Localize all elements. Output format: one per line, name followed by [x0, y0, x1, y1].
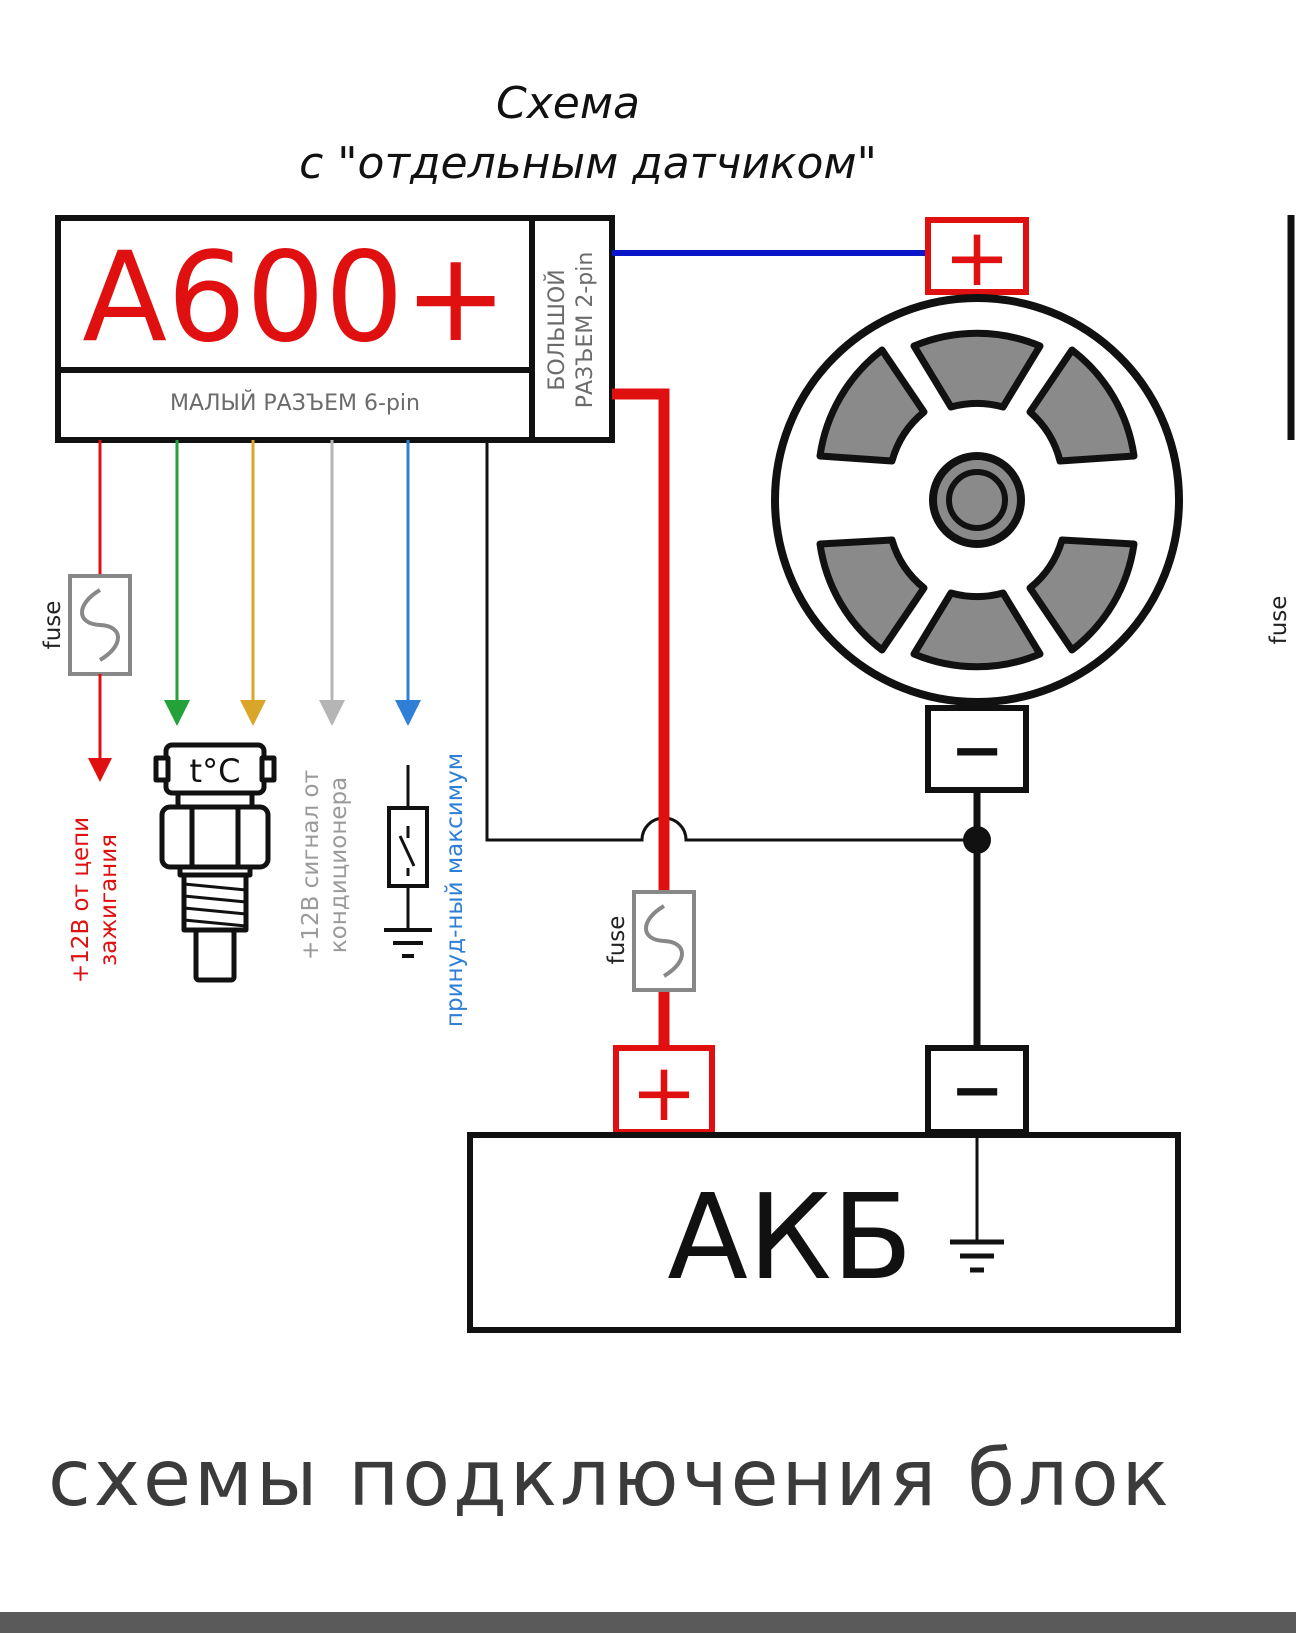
force-max-wire: принуд-ный максимум [384, 440, 468, 1027]
svg-text:+: + [630, 1046, 697, 1139]
main-fuse: fuse [604, 890, 696, 992]
svg-text:+: + [943, 211, 1010, 304]
ignition-label-line1: +12В от цепи [68, 817, 94, 983]
page-caption: схемы подключения блок [48, 1434, 1172, 1524]
temperature-sensor-icon [153, 742, 277, 983]
battery-label: АКБ [667, 1168, 912, 1306]
big-connector-label: БОЛЬШОЙ РАЗЪЕМ 2-pin [544, 252, 598, 409]
next-diagram-partial: fuse [1266, 215, 1295, 645]
svg-text:БОЛЬШОЙ: БОЛЬШОЙ [544, 269, 570, 390]
controller-unit: A600+ МАЛЫЙ РАЗЪЕМ 6-pin БОЛЬШОЙ РАЗЪЕМ … [55, 215, 615, 443]
main-fuse-label: fuse [604, 916, 630, 965]
ignition-wire: fuse +12В от цепи зажигания [40, 440, 132, 983]
svg-text:−: − [950, 714, 1004, 788]
battery-power-wire [612, 388, 670, 1048]
fan-plus-terminal: + [925, 211, 1029, 304]
partial-fuse-label: fuse [1266, 596, 1292, 645]
battery-plus-terminal: + [613, 1045, 715, 1139]
ac-label-line1: +12В сигнал от [298, 770, 324, 960]
controller-model-label: A600+ [82, 226, 507, 370]
bottom-strip [0, 1612, 1296, 1633]
fan-minus-terminal: − [925, 705, 1029, 793]
svg-text:РАЗЪЕМ 2-pin: РАЗЪЕМ 2-pin [573, 252, 598, 409]
battery: АКБ [467, 1132, 1181, 1333]
sensor-label: t°C [190, 752, 241, 790]
svg-text:−: − [950, 1054, 1004, 1128]
diagram-title-line1: Схема [496, 78, 640, 129]
battery-minus-terminal: − [925, 1045, 1029, 1135]
ac-label-line2: кондиционера [326, 777, 352, 953]
force-max-label: принуд-ный максимум [442, 753, 468, 1027]
small-connector-label: МАЛЫЙ РАЗЪЕМ 6-pin [170, 390, 420, 416]
fan-icon [771, 294, 1183, 706]
ac-signal-wire: +12В сигнал от кондиционера [298, 440, 352, 960]
ignition-fuse-label: fuse [40, 601, 66, 650]
temp-sensor-wires [164, 440, 266, 726]
diagram-title-line2: с "отдельным датчиком" [299, 138, 877, 189]
ignition-label-line2: зажигания [96, 834, 122, 966]
